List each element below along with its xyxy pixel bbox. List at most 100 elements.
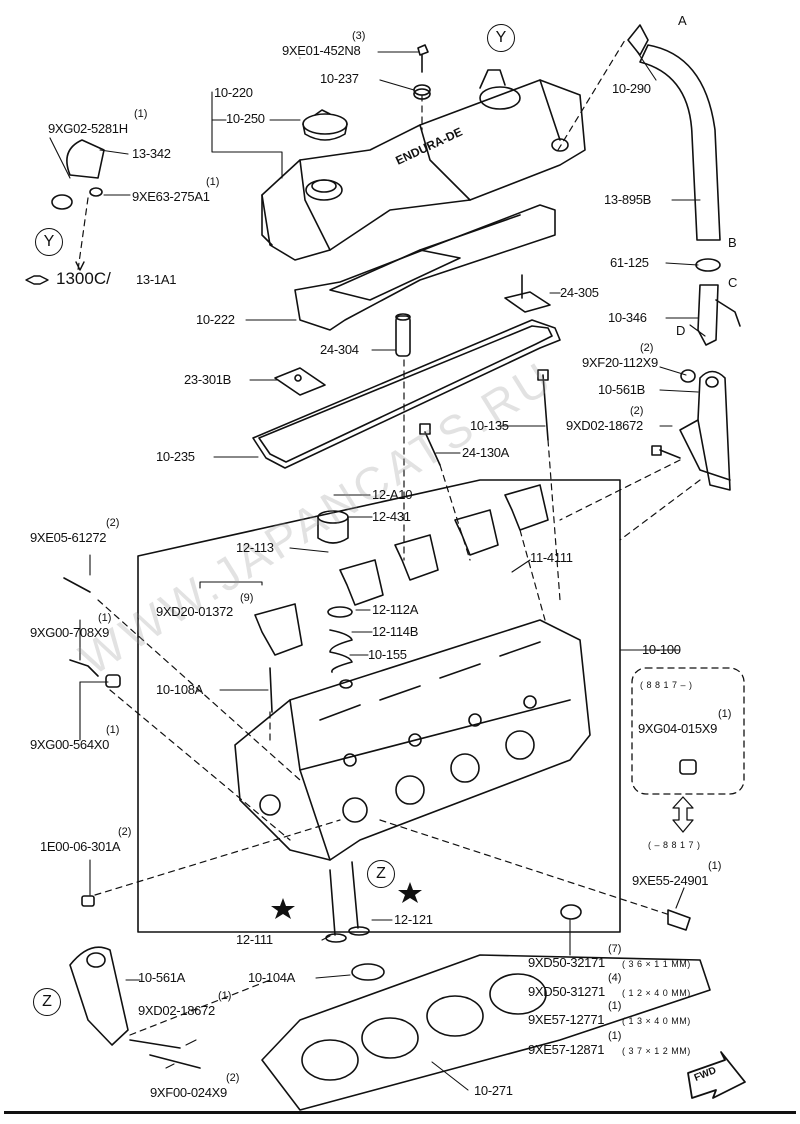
part-label[interactable]: 12-121 [394,912,433,927]
part-label[interactable]: 24-304 [320,342,359,357]
bracket-23-301b-drawing [274,367,326,396]
part-label[interactable]: 10-108A [156,682,204,697]
double-arrow [672,796,694,833]
part-spec: ( 3 6 × 1 1 MM) [622,959,691,969]
part-qty: (2) [106,517,120,529]
z-ref-circle-left: Z [33,988,61,1016]
part-qty: (2) [630,405,644,417]
part-label[interactable]: 23-301B [184,372,232,387]
part-label[interactable]: 10-222 [196,312,235,327]
hose-ref-a: A [678,13,687,28]
part-label[interactable]: 9XE57-12871 [528,1042,605,1057]
seal-drawing [351,963,385,981]
arrow-down-icon [75,261,85,271]
hose-ref-d: D [676,323,686,338]
part-spec: ( 3 7 × 1 2 MM) [622,1046,691,1056]
section-sub[interactable]: 13-1A1 [136,272,177,287]
part-label[interactable]: 10-561B [598,382,646,397]
ignition-bracket-drawing [504,274,731,491]
leader-lines [49,49,706,1091]
small-fittings-drawing [51,139,697,931]
part-spec: ( 1 3 × 4 0 MM) [622,1016,691,1026]
part-qty: (2) [226,1072,240,1084]
part-label[interactable]: 12-114B [372,624,419,639]
part-label[interactable]: 10-237 [320,71,359,86]
part-label[interactable]: 11-4111 [530,550,573,565]
part-label[interactable]: 9XD50-32171 [528,955,605,970]
part-label[interactable]: 10-271 [474,1083,513,1098]
group-outline [137,479,621,933]
valve-spring-drawing [327,606,353,689]
part-label[interactable]: 9XG04-015X9 [638,721,718,736]
part-label[interactable]: 9XE01-452N8 [282,43,361,58]
part-qty: (4) [608,972,622,984]
part-label[interactable]: 10-290 [612,81,651,96]
part-label[interactable]: 9XE55-24901 [632,873,709,888]
part-label[interactable]: 10-235 [156,449,195,464]
bottom-rule [4,1111,796,1114]
part-label[interactable]: 9XG00-564X0 [30,737,110,752]
part-label[interactable]: 12-A10 [372,487,413,502]
part-label[interactable]: 9XF20-112X9 [582,355,658,370]
section-ref[interactable]: 1300C/ [56,269,111,288]
part-label[interactable]: 9XF00-024X9 [150,1085,227,1100]
cover-gasket-drawing [252,319,561,469]
fwd-arrow-icon [687,1051,746,1099]
stud-drawing [269,667,273,713]
part-label[interactable]: 10-250 [226,111,265,126]
revision-box [631,667,745,795]
part-label[interactable]: 10-561A [138,970,186,985]
part-label[interactable]: 10-346 [608,310,647,325]
cover-ref-circle: Y [487,24,515,52]
part-qty: (1) [608,1000,622,1012]
long-bolts-drawing [419,369,681,466]
part-label[interactable]: 13-342 [132,146,171,161]
revision-from: ( 8 8 1 7 – ) [640,680,693,690]
lifting-bracket-drawing [69,946,201,1069]
y-ref-circle: Y [35,228,63,256]
part-label[interactable]: 9XD20-01372 [156,604,233,619]
part-label[interactable]: 12-112A [372,602,419,617]
part-label[interactable]: 12-113 [236,540,274,555]
part-label[interactable]: 9XD02-18672 [566,418,643,433]
hose-ref-c: C [728,275,738,290]
part-qty: (1) [608,1030,622,1042]
part-qty: (2) [640,342,654,354]
part-label[interactable]: 10-220 [214,85,253,100]
oil-cap-drawing [302,109,348,141]
dashed-guides [77,39,701,1036]
part-label[interactable]: 10-100 [642,642,681,657]
breather-hose-drawing [627,24,741,346]
part-label[interactable]: 9XE05-61272 [30,530,107,545]
part-label[interactable]: 9XE57-12771 [528,1012,605,1027]
part-label[interactable]: 10-104A [248,970,296,985]
part-label[interactable]: 9XG02-5281H [48,121,128,136]
part-label[interactable]: 24-130A [462,445,510,460]
part-label[interactable]: 13-895B [604,192,652,207]
reference-hand-icon [25,275,49,285]
plug-drawing [560,904,582,920]
part-label[interactable]: 9XD50-31271 [528,984,605,999]
part-label[interactable]: 9XE63-275A1 [132,189,210,204]
part-label[interactable]: 24-305 [560,285,599,300]
hose-ref-b: B [728,235,737,250]
z-ref-circle: Z [367,860,395,888]
part-qty: (2) [118,826,132,838]
part-qty: (1) [98,612,112,624]
head-gasket-drawing [261,954,711,1111]
part-label[interactable]: 1E00-06-301A [40,839,121,854]
star-marks [271,882,422,919]
part-label[interactable]: 10-155 [368,647,407,662]
part-qty: (1) [106,724,120,736]
revision-to: ( – 8 8 1 7 ) [648,840,701,850]
part-label[interactable]: 12-431 [372,509,411,524]
part-label[interactable]: 10-135 [470,418,509,433]
valves-drawing [325,861,370,943]
part-label[interactable]: 12-111 [236,932,273,947]
part-label[interactable]: 61-125 [610,255,649,270]
part-label[interactable]: 9XD02-18672 [138,1003,215,1018]
baffle-drawing [294,204,556,331]
part-label[interactable]: 9XG00-708X9 [30,625,110,640]
